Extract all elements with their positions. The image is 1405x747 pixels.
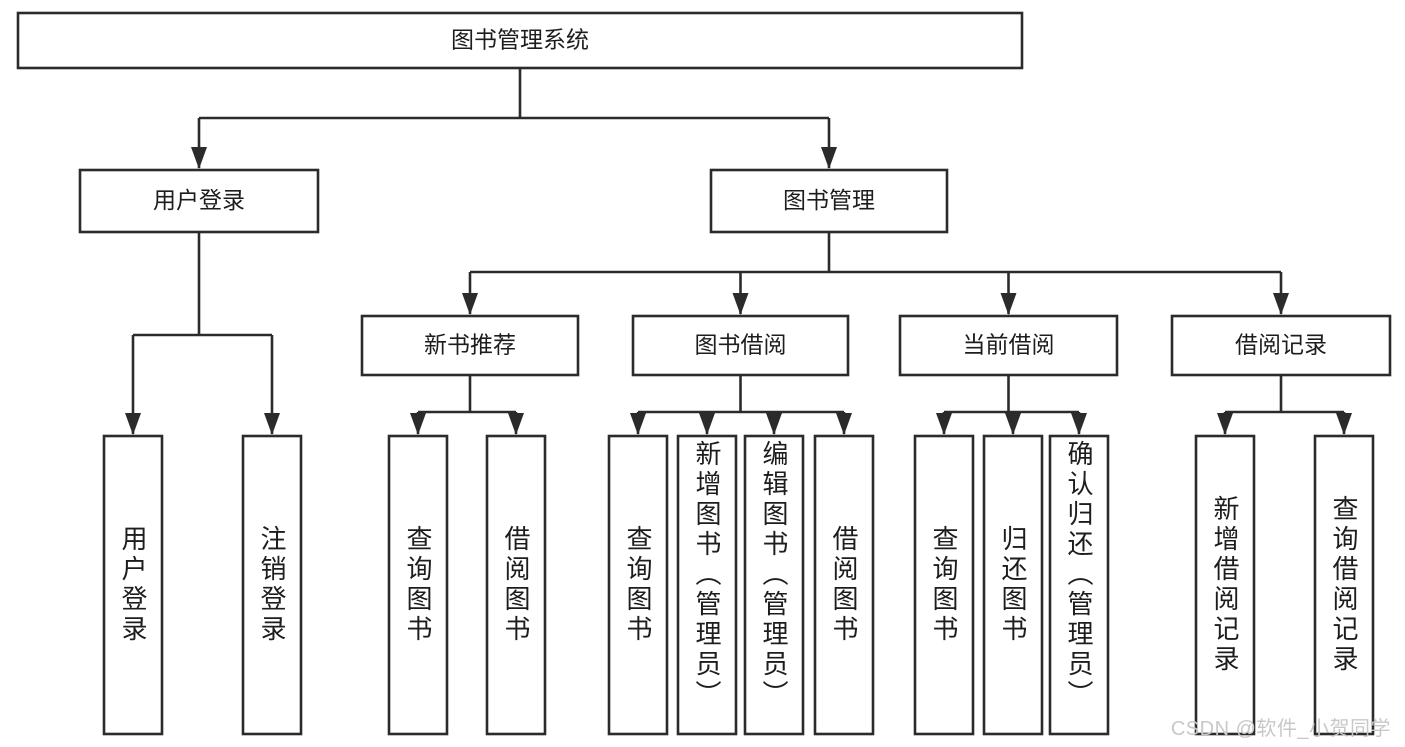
node-box-leaf-query-book-1[interactable] — [387, 434, 449, 736]
arrow-head-icon — [264, 413, 280, 435]
arrow-head-icon — [1000, 293, 1017, 315]
arrow-head-icon — [1005, 413, 1021, 435]
node-box-leaf-return-book[interactable] — [982, 434, 1044, 736]
arrow-head-icon — [699, 413, 715, 435]
watermark-text: CSDN @软件_小贺同学 — [1170, 718, 1391, 740]
arrow-head-icon — [732, 293, 749, 315]
arrow-head-icon — [821, 147, 837, 169]
arrow-head-icon — [1071, 413, 1087, 435]
node-box-leaf-logout-login[interactable] — [241, 434, 303, 736]
node-label-book-borrow: 图书借阅 — [695, 332, 787, 358]
node-box-leaf-query-book-2[interactable] — [607, 434, 669, 736]
node-box-leaf-user-login[interactable] — [102, 434, 164, 736]
arrow-head-icon — [1273, 293, 1289, 315]
arrow-head-icon — [462, 293, 478, 315]
node-box-leaf-query-borrow-rec[interactable] — [1313, 434, 1375, 736]
node-label-borrow-record: 借阅记录 — [1235, 332, 1327, 358]
arrow-head-icon — [1336, 413, 1352, 435]
node-label-root: 图书管理系统 — [451, 27, 589, 53]
arrow-head-icon — [410, 413, 426, 435]
node-box-new-book-recommend[interactable] — [360, 314, 580, 377]
connector-lines — [125, 68, 1352, 435]
node-box-leaf-edit-book-admin[interactable] — [743, 434, 805, 736]
node-label-user-login: 用户登录 — [153, 187, 245, 213]
node-box-current-borrow[interactable] — [898, 314, 1119, 377]
node-box-leaf-borrow-book-2[interactable] — [813, 434, 875, 736]
node-box-root[interactable] — [16, 11, 1024, 70]
node-box-borrow-record[interactable] — [1170, 314, 1392, 377]
arrow-head-icon — [508, 413, 524, 435]
node-boxes — [16, 11, 1392, 736]
node-box-book-management[interactable] — [709, 168, 949, 234]
node-box-leaf-borrow-book-1[interactable] — [485, 434, 547, 736]
arrow-head-icon — [125, 413, 141, 435]
node-label-new-book-recommend: 新书推荐 — [424, 332, 516, 358]
node-box-user-login[interactable] — [78, 168, 320, 234]
node-box-leaf-confirm-return[interactable] — [1048, 434, 1110, 736]
node-box-leaf-query-book-3[interactable] — [913, 434, 975, 736]
arrow-head-icon — [630, 413, 646, 435]
arrow-head-icon — [936, 413, 952, 435]
node-label-current-borrow: 当前借阅 — [963, 332, 1055, 358]
arrow-head-icon — [836, 413, 852, 435]
arrow-head-icon — [766, 413, 782, 435]
arrow-head-icon — [1217, 413, 1233, 435]
node-box-book-borrow[interactable] — [631, 314, 850, 377]
node-label-book-management: 图书管理 — [783, 187, 875, 213]
arrow-head-icon — [191, 147, 207, 169]
node-box-leaf-add-borrow-rec[interactable] — [1194, 434, 1256, 736]
node-box-leaf-add-book-admin[interactable] — [676, 434, 738, 736]
